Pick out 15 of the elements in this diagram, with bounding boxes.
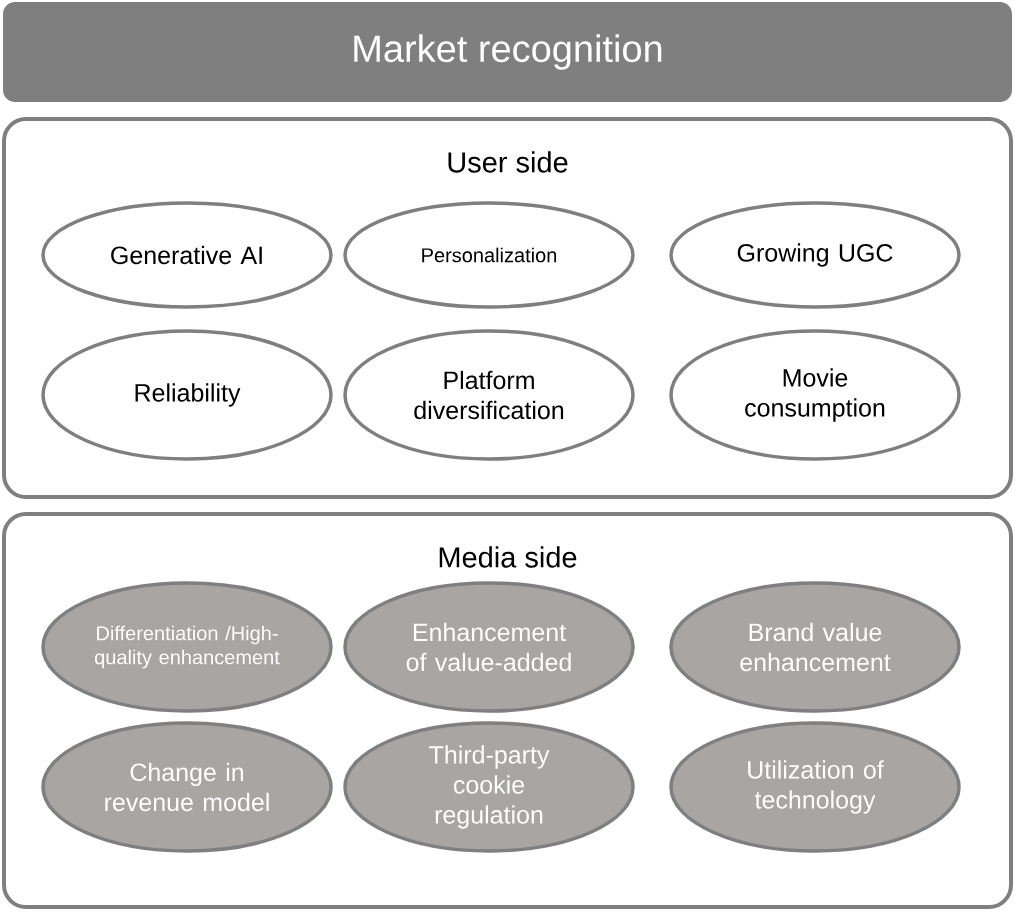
- oval: Enhancement of value-added: [343, 581, 635, 713]
- oval: Utilization of technology: [669, 721, 961, 853]
- oval: Growing UGC: [669, 201, 961, 309]
- oval: Change in revenue model: [41, 721, 333, 853]
- oval: Third-party cookie regulation: [343, 721, 635, 853]
- panel-heading: Media side: [439, 546, 577, 568]
- oval: Platform diversification: [343, 329, 635, 461]
- oval: Differentiation /High-quality enhancement: [41, 581, 333, 713]
- panel-heading: User side: [448, 151, 568, 173]
- oval: Personalization: [343, 201, 635, 309]
- oval: Movie consumption: [669, 329, 961, 461]
- oval: Reliability: [41, 329, 333, 461]
- oval: Brand value enhancement: [669, 581, 961, 713]
- title-band: Market recognition: [3, 2, 1012, 102]
- oval: Generative AI: [41, 201, 333, 309]
